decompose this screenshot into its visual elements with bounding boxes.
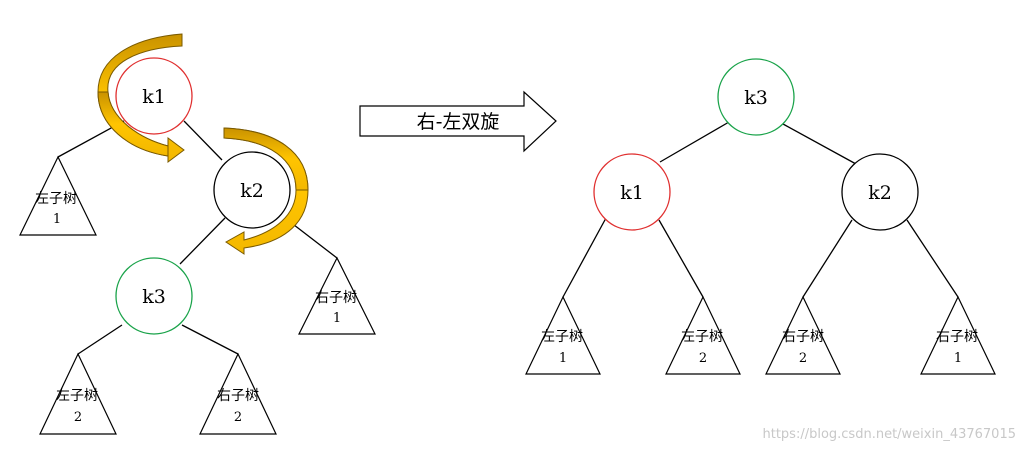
edge-k2-right2 — [802, 219, 853, 298]
subtree-number: 2 — [799, 351, 807, 366]
subtree-number: 1 — [333, 311, 341, 326]
edge-k3-k1 — [659, 121, 730, 163]
subtree-number: 1 — [53, 212, 61, 227]
right-arrow-icon: 右-左双旋 — [359, 90, 557, 153]
before-tree: 左子树 1 右子树 1 左子树 2 右子树 2 k1 — [19, 33, 376, 435]
node-label: k3 — [142, 286, 166, 308]
node-label: k2 — [868, 182, 892, 204]
rotation-ring-front — [223, 127, 309, 191]
subtree-number: 1 — [559, 351, 567, 366]
subtree-label: 右子树 — [782, 329, 824, 345]
subtree-left2: 左子树 2 — [39, 352, 117, 435]
edge-k2-k3 — [179, 217, 226, 265]
node-k3: k3 — [115, 257, 193, 335]
node-label: k2 — [240, 180, 264, 202]
subtree-left1: 左子树 1 — [525, 295, 601, 375]
node-k1: k1 — [115, 57, 193, 135]
after-tree: k3 k1 k2 左子树 1 左子树 2 右子树 2 右子树 1 — [525, 58, 996, 375]
subtree-label: 左子树 — [541, 329, 583, 345]
subtree-number: 2 — [699, 351, 707, 366]
subtree-number: 2 — [234, 410, 242, 425]
edge-k3-right2 — [181, 324, 239, 355]
node-label: k1 — [620, 182, 644, 204]
subtree-label: 右子树 — [315, 290, 357, 306]
edge-k3-k2 — [782, 123, 857, 165]
watermark: https://blog.csdn.net/weixin_43767015 — [762, 427, 1016, 442]
node-k2: k2 — [841, 153, 919, 231]
edge-k1-left2 — [658, 219, 704, 298]
subtree-label: 左子树 — [35, 191, 77, 207]
subtree-right1: 右子树 1 — [920, 295, 996, 375]
subtree-left2: 左子树 2 — [665, 295, 741, 375]
subtree-label: 左子树 — [681, 329, 723, 345]
arrow-label: 右-左双旋 — [417, 111, 500, 133]
subtree-right1: 右子树 1 — [298, 256, 376, 335]
node-k3: k3 — [717, 58, 795, 136]
subtree-label: 右子树 — [217, 388, 259, 404]
edge-k1-left1 — [562, 217, 607, 298]
node-k2: k2 — [213, 151, 291, 229]
subtree-label: 右子树 — [936, 329, 978, 345]
edge-k2-right1 — [906, 219, 959, 298]
subtree-right2: 右子树 2 — [199, 352, 277, 435]
subtree-right2: 右子树 2 — [765, 295, 841, 375]
subtree-left1: 左子树 1 — [19, 155, 97, 236]
rotation-ring-front — [97, 91, 169, 157]
subtree-number: 2 — [74, 410, 82, 425]
node-k1: k1 — [593, 153, 671, 231]
node-label: k1 — [142, 86, 166, 108]
edge-k1-k2 — [183, 120, 223, 161]
node-label: k3 — [744, 87, 768, 109]
subtree-label: 左子树 — [56, 388, 98, 404]
subtree-number: 1 — [954, 351, 962, 366]
edge-k3-left2 — [77, 324, 123, 355]
